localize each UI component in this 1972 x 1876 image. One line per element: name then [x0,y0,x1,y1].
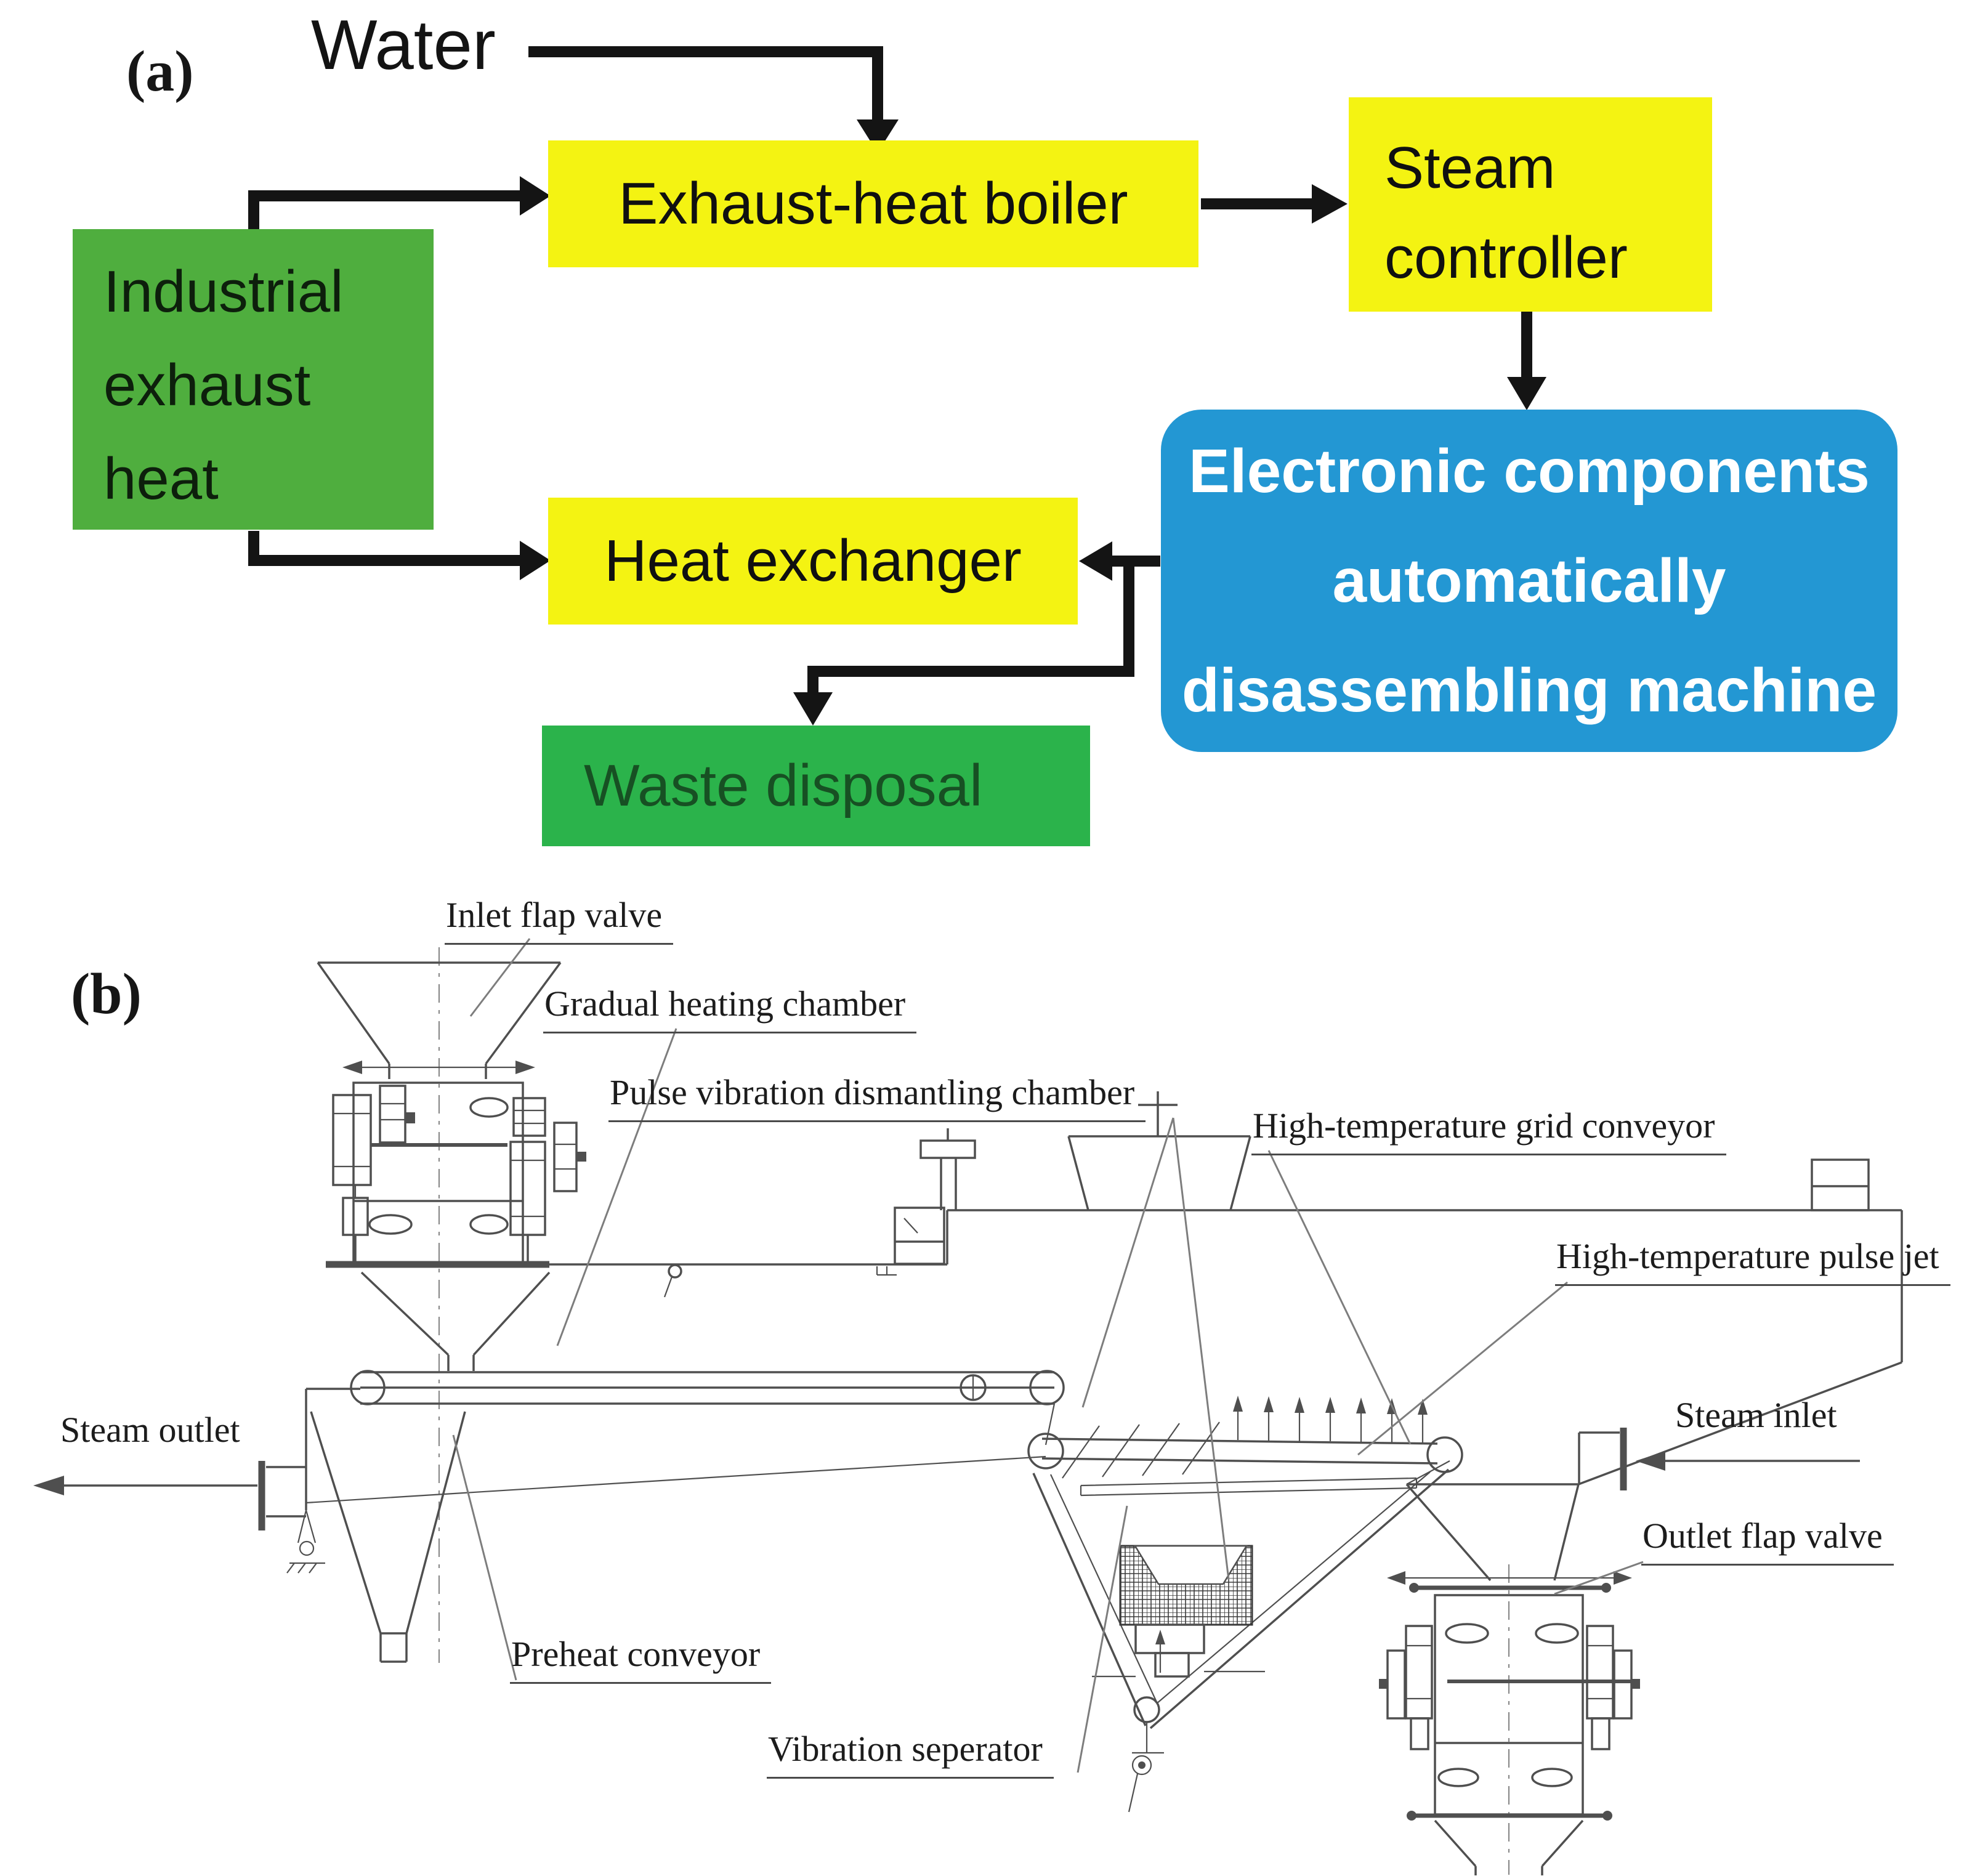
machine-box-line: disassembling machine [1181,656,1877,725]
label-steam-inlet: Steam inlet [1675,1395,1837,1435]
label-leader-lines [452,938,1644,1773]
label-pulse-jet: High-temperature pulse jet [1555,1235,1950,1286]
inlet-valve-body [326,1082,586,1371]
heating-chamber-roof [549,1091,1903,1362]
industrial-box-line: heat [103,446,219,512]
water-label: Water [311,6,496,84]
steam-box-line: Steam [1384,135,1556,201]
industrial-box-line: Industrial [103,259,344,325]
steam-box-line: controller [1384,225,1628,291]
left-discharge-chute [310,1411,466,1663]
label-steam-outlet: Steam outlet [60,1410,240,1450]
machine-box-line: Electronic components [1189,437,1870,506]
label-preheat-conveyor: Preheat conveyor [510,1633,772,1684]
vibration-separator-drawing [1027,1396,1463,1813]
outlet-hopper [1405,1361,1902,1582]
label-vibration-separator: Vibration seperator [767,1728,1054,1779]
machine-drawing [33,938,1903,1875]
boiler-box-label: Exhaust-heat boiler [618,171,1128,237]
waste-disposal-box: Waste disposal [542,726,1090,846]
disassembling-machine-box: Electronic components automatically disa… [1161,410,1897,752]
panel-a-tag: (a) [126,39,194,103]
heat-exchanger-label: Heat exchanger [604,528,1022,594]
label-outlet-flap-valve: Outlet flap valve [1641,1515,1894,1566]
heat-exchanger-box: Heat exchanger [548,498,1078,625]
flow-arrows [248,46,1546,726]
industrial-box-line: exhaust [103,352,311,418]
preheat-conveyor-drawing [350,1370,1065,1445]
label-inlet-flap-valve: Inlet flap valve [445,894,674,945]
label-grid-conveyor: High-temperature grid conveyor [1251,1105,1726,1155]
steam-controller-box: Steam controller [1349,97,1712,312]
waste-box-label: Waste disposal [584,753,983,819]
panel-b-tag: (b) [71,962,142,1026]
outlet-valve-body [1379,1564,1640,1875]
steam-outlet-pipe [33,1388,1046,1574]
steam-inlet-pipe [1578,1428,1860,1490]
inlet-hopper-funnel [317,961,562,1079]
industrial-exhaust-heat-box: Industrial exhaust heat [73,229,434,530]
machine-box-line: automatically [1332,546,1726,615]
label-pulse-vibration-chamber: Pulse vibration dismantling chamber [608,1072,1146,1122]
label-gradual-heating-chamber: Gradual heating chamber [543,983,917,1033]
exhaust-heat-boiler-box: Exhaust-heat boiler [548,140,1198,267]
